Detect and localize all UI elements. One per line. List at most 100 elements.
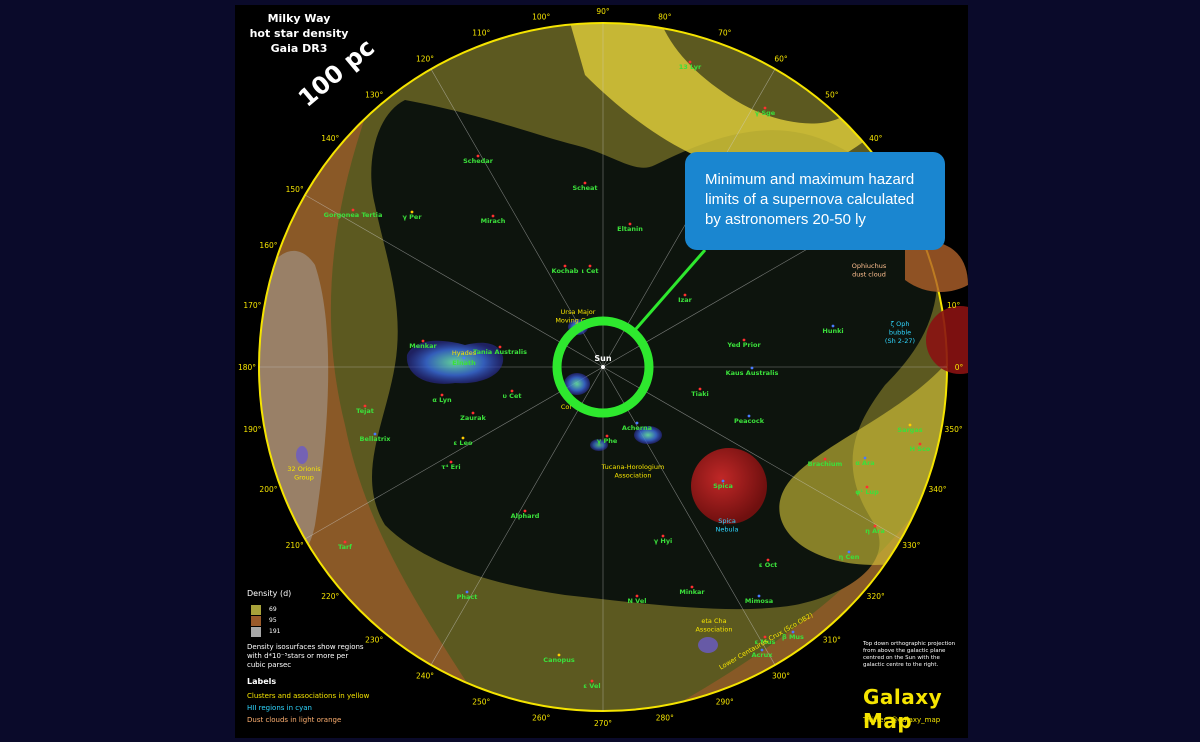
- star-dot: [865, 485, 869, 489]
- star-dot: [590, 679, 594, 683]
- star-label: Tarf: [338, 543, 352, 551]
- star-label: Acherna: [622, 424, 652, 432]
- legend-swatch: [251, 604, 261, 615]
- degree-label: 110°: [472, 28, 490, 37]
- star-label: Eltanin: [617, 225, 643, 233]
- star-label: Acrux: [752, 651, 774, 659]
- star-dot: [421, 339, 425, 343]
- star-dot: [847, 550, 851, 554]
- star-label: Sargas: [897, 426, 922, 434]
- star-dot: [747, 414, 751, 418]
- degree-label: 210°: [286, 541, 304, 550]
- star-label: H Sco: [910, 445, 931, 453]
- star-label: Menkar: [409, 342, 437, 350]
- degree-label: 310°: [823, 636, 841, 645]
- star-label: Spica: [713, 482, 733, 490]
- star-label: α Lyn: [432, 396, 452, 404]
- degree-label: 180°: [238, 363, 256, 372]
- legend-row: 69: [251, 604, 277, 615]
- star-dot: [760, 648, 764, 652]
- star-dot: [823, 457, 827, 461]
- degree-label: 100°: [532, 12, 550, 21]
- star-label: Alphard: [511, 512, 540, 520]
- star-label: γ Sge: [755, 109, 776, 117]
- degree-label: 150°: [286, 185, 304, 194]
- map-panel: 0°10°20°30°40°50°60°70°80°90°100°110°120…: [235, 5, 968, 738]
- star-dot: [757, 594, 761, 598]
- star-dot: [863, 456, 867, 460]
- star-label: Yed Prior: [726, 341, 761, 349]
- title-line-2: hot star density: [249, 27, 349, 40]
- star-label: ε Oct: [759, 561, 777, 569]
- star-label: Minkar: [679, 588, 705, 596]
- degree-label: 60°: [774, 55, 788, 64]
- galaxy-map: 0°10°20°30°40°50°60°70°80°90°100°110°120…: [238, 7, 968, 728]
- sun-dot: [601, 365, 605, 369]
- degree-label: 160°: [259, 241, 277, 250]
- callout-text: Minimum and maximum hazard limits of a s…: [705, 171, 915, 228]
- star-dot: [661, 534, 665, 538]
- star-label: Mimosa: [745, 597, 773, 605]
- star-dot: [908, 423, 912, 427]
- star-label: Tiaki: [691, 390, 709, 398]
- star-label: τ⁴ Eri: [441, 463, 460, 471]
- grid-spoke: [430, 68, 604, 368]
- degree-label: 130°: [365, 90, 383, 99]
- degree-label: 230°: [365, 636, 383, 645]
- grid-spoke: [430, 366, 604, 666]
- star-label: Hunki: [822, 327, 843, 335]
- star-dot: [462, 356, 466, 360]
- degree-label: 10°: [947, 301, 961, 310]
- star-dot: [918, 442, 922, 446]
- star-dot: [373, 432, 377, 436]
- star-label: Schedar: [463, 157, 494, 165]
- star-dot: [766, 558, 770, 562]
- star-label: Phact: [457, 593, 478, 601]
- star-label: γ Phe: [597, 437, 618, 445]
- star-label: ε Leo: [454, 439, 473, 447]
- star-dot: [363, 404, 367, 408]
- star-label: ε Mus: [755, 638, 776, 646]
- grid-spoke: [602, 366, 902, 540]
- title-line-3: Gaia DR3: [270, 42, 328, 55]
- star-dot: [563, 264, 567, 268]
- star-label: ε Vel: [583, 682, 600, 690]
- degree-label: 350°: [945, 425, 963, 434]
- star-dot: [465, 590, 469, 594]
- eta-cha-blob: [698, 637, 718, 653]
- degree-label: 280°: [656, 714, 674, 723]
- star-dot: [471, 411, 475, 415]
- star-dot: [763, 635, 767, 639]
- star-dot: [721, 479, 725, 483]
- star-dot: [410, 210, 414, 214]
- star-label: Kaus Australis: [726, 369, 779, 377]
- degree-label: 340°: [928, 485, 946, 494]
- star-label: β Mus: [782, 633, 804, 641]
- twitter-handle: Twitter: @galaxy_map: [863, 716, 941, 724]
- degree-label: 300°: [772, 671, 790, 680]
- callout-pointer: [633, 249, 707, 331]
- degree-label: 320°: [867, 592, 885, 601]
- col-blob: [564, 373, 590, 395]
- degree-label: 80°: [658, 12, 672, 21]
- star-dot: [791, 630, 795, 634]
- star-dot: [690, 585, 694, 589]
- star-label: Tejat: [356, 407, 374, 415]
- star-dot: [831, 324, 835, 328]
- legend-value: 69: [269, 606, 277, 613]
- zeta-oph-bubble-sphere: [926, 306, 968, 374]
- star-dot: [588, 264, 592, 268]
- tucana-horologium-blob: [634, 426, 662, 444]
- star-label: Kochab: [552, 267, 579, 275]
- star-label: Brachium: [808, 460, 843, 468]
- hyades-cluster-blob: [406, 340, 504, 384]
- star-dot: [605, 434, 609, 438]
- degree-label: 220°: [321, 592, 339, 601]
